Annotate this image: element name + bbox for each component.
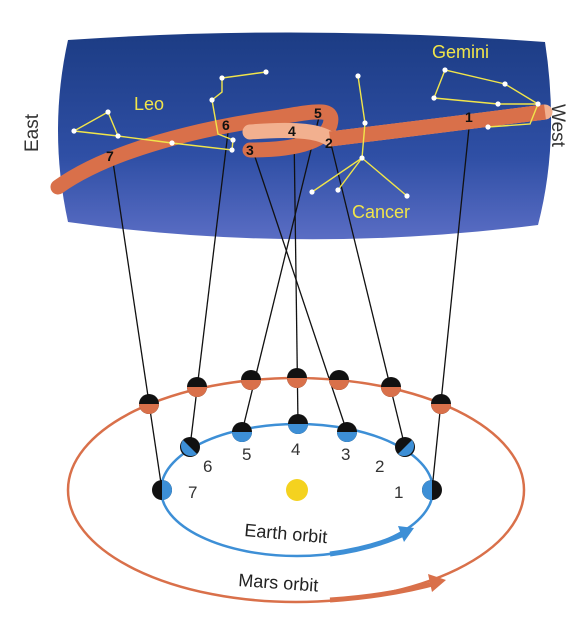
mars-sky-path <box>50 104 553 195</box>
planet-icon <box>381 377 401 397</box>
planet-icon <box>422 480 442 500</box>
earth-orbit-label: Earth orbit <box>244 520 328 547</box>
earth-position-7: 7 <box>188 483 197 502</box>
planet-icon <box>329 370 349 390</box>
planet-icon <box>232 422 252 442</box>
earth-position-1: 1 <box>394 483 403 502</box>
earth-position-3: 3 <box>341 445 350 464</box>
earth-position-5: 5 <box>242 445 251 464</box>
mars-orbit-label: Mars orbit <box>238 570 319 596</box>
earth-position-6: 6 <box>203 457 212 476</box>
constellation-label-leo: Leo <box>134 94 164 114</box>
sight-lines <box>111 112 471 491</box>
sky-point-labels: 1 2 3 4 5 6 7 <box>106 105 473 164</box>
sky-point-6: 6 <box>222 117 230 133</box>
sky-point-4: 4 <box>288 123 296 139</box>
constellation-label-gemini: Gemini <box>432 42 489 62</box>
sky-point-2: 2 <box>325 135 333 151</box>
sky-point-1: 1 <box>465 109 473 125</box>
sky-point-7: 7 <box>106 148 114 164</box>
constellation-stars <box>71 67 541 199</box>
constellation-label-cancer: Cancer <box>352 202 410 222</box>
west-label: West <box>547 104 568 148</box>
planet-icon <box>287 368 307 388</box>
earth-orbit-arrow <box>329 529 410 557</box>
mars-positions <box>139 368 451 414</box>
planet-icon <box>180 437 200 457</box>
earth-orbit-arrowhead-icon <box>398 526 414 542</box>
planet-icon <box>241 370 261 390</box>
earth-positions <box>152 414 442 500</box>
constellation-lines <box>73 69 540 197</box>
planet-icon <box>187 377 207 397</box>
planet-icon <box>288 414 308 434</box>
sky-point-5: 5 <box>314 105 322 121</box>
planet-icon <box>337 422 357 442</box>
east-label: East <box>22 113 43 152</box>
sky-point-3: 3 <box>246 142 254 158</box>
planet-icon <box>431 394 451 414</box>
earth-position-2: 2 <box>375 457 384 476</box>
planet-icon <box>139 394 159 414</box>
earth-position-4: 4 <box>291 440 300 459</box>
mars-orbit-arrowhead-icon <box>428 574 446 592</box>
earth-position-labels: 1 2 3 4 5 6 7 <box>188 440 403 502</box>
planet-icon <box>152 480 172 500</box>
sun-icon <box>286 479 308 501</box>
mars-orbit-arrow <box>329 579 441 603</box>
planet-icon <box>395 437 415 457</box>
